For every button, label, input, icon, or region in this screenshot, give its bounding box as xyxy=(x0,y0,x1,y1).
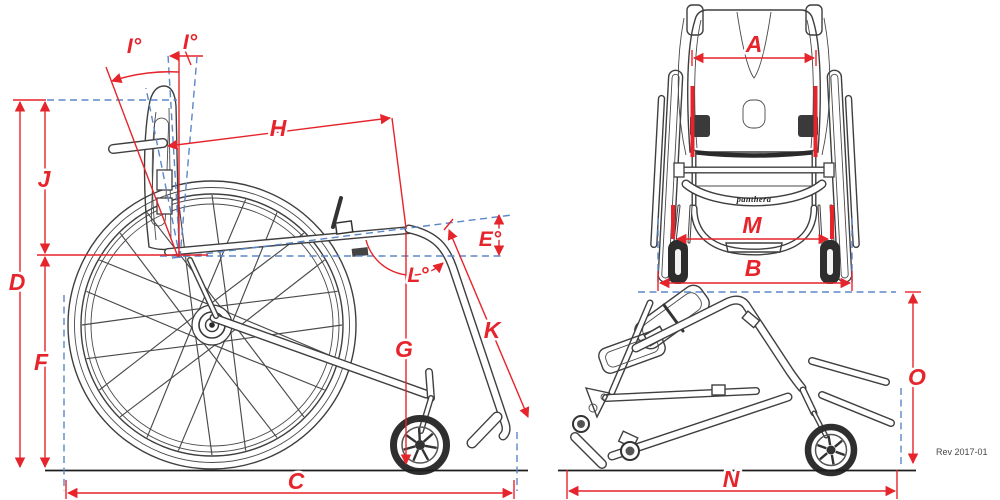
left-hub xyxy=(690,115,710,137)
dim-label-e: E° xyxy=(479,228,502,251)
front-view: panthera A M B xyxy=(650,4,860,291)
angle-arc-l xyxy=(365,239,444,276)
dim-label-n: N xyxy=(723,466,740,492)
dim-label-l: L° xyxy=(407,264,429,287)
footrest xyxy=(467,412,502,448)
backrest xyxy=(108,85,180,251)
dim-label-a: A xyxy=(745,31,763,57)
right-hub xyxy=(798,115,818,137)
dim-label-o: O xyxy=(908,364,926,390)
dimension-line-k xyxy=(447,229,530,418)
front-backrest xyxy=(677,4,831,158)
dim-label-i-right: I° xyxy=(183,31,198,54)
dim-label-k: K xyxy=(484,317,502,343)
logo-band xyxy=(682,180,826,205)
dimension-annotations-side: D J F C H G K E° L° I° I° xyxy=(6,29,530,499)
side-view: D J F C H G K E° L° I° I° xyxy=(6,29,530,499)
brake-lever xyxy=(331,196,343,229)
dim-label-d: D xyxy=(9,269,26,295)
seat-edge xyxy=(691,149,817,158)
push-bar xyxy=(109,139,167,153)
dim-label-c: C xyxy=(288,468,305,494)
folded-caster-fork xyxy=(812,411,828,438)
axle-receiver xyxy=(351,247,369,257)
caster-wheel xyxy=(390,415,450,475)
folded-front-tube-upper xyxy=(809,358,889,385)
folded-backrest-cluster xyxy=(598,284,710,396)
folded-front-tube-lower xyxy=(819,392,894,426)
dim-label-i-left: I° xyxy=(127,35,142,58)
dim-label-g: G xyxy=(395,336,413,362)
construction-lines-side xyxy=(47,54,518,491)
caster-fork xyxy=(419,396,433,433)
folded-main-tube xyxy=(632,296,806,392)
folded-view: N O Rev 2017-01 xyxy=(558,284,990,499)
dim-label-f: F xyxy=(34,349,49,375)
dimension-annotations-front: A M B xyxy=(657,29,853,291)
frame xyxy=(164,196,511,449)
dim-label-h: H xyxy=(270,115,287,141)
lower-frame-tube xyxy=(210,314,430,398)
angle-ray-i xyxy=(105,66,179,258)
dim-label-j: J xyxy=(38,166,52,192)
seat-rail xyxy=(165,227,413,255)
revision-label: Rev 2017-01 xyxy=(936,447,988,457)
frame-logo: panthera xyxy=(736,194,772,204)
dimension-annotations-folded: N O Rev 2017-01 xyxy=(566,291,990,499)
folded-frame xyxy=(570,295,895,469)
dim-label-m: M xyxy=(742,212,762,238)
dimension-line-h xyxy=(166,113,392,151)
rear-wheel xyxy=(67,180,357,470)
angle-arc-i-left xyxy=(111,71,180,84)
dim-label-b: B xyxy=(745,255,762,281)
folded-seat-pad xyxy=(598,330,666,374)
rear-bumper xyxy=(571,433,606,468)
folded-caster-wheel xyxy=(804,423,858,477)
